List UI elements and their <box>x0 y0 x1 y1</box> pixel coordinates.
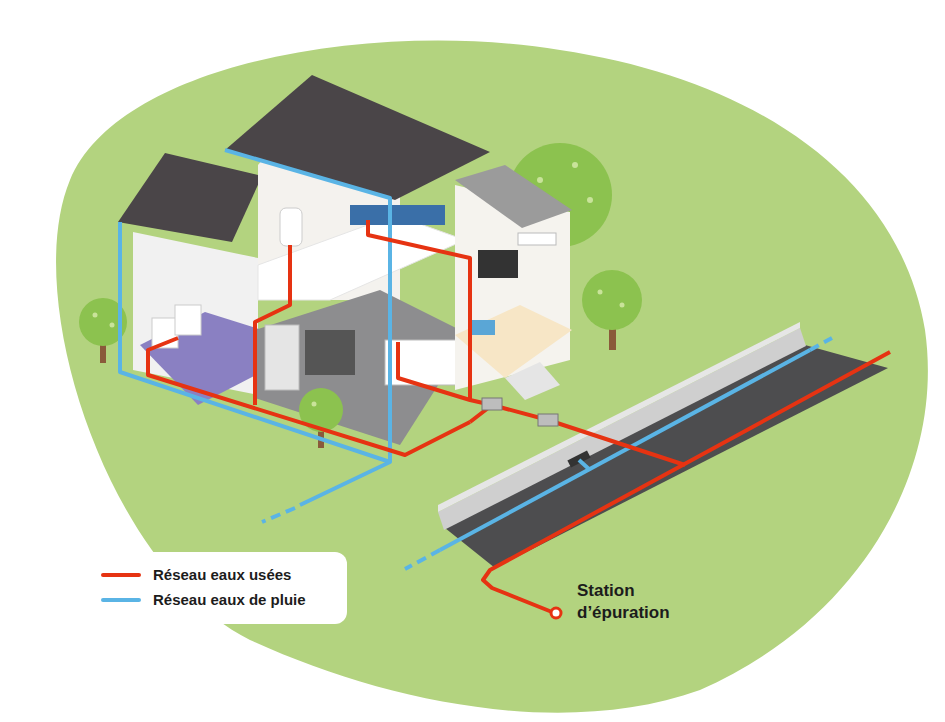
legend-swatch <box>101 573 141 577</box>
living-floor <box>455 305 572 378</box>
tree-dot <box>312 402 317 407</box>
air-conditioner <box>518 233 556 245</box>
legend-row: Réseau eaux de pluie <box>101 589 341 611</box>
dryer <box>175 305 201 335</box>
toilet <box>280 208 302 246</box>
rain-pipe <box>120 222 390 462</box>
fridge <box>265 325 299 390</box>
sewer-pipe <box>470 405 685 465</box>
roof-main <box>225 75 490 200</box>
station-marker <box>551 608 561 618</box>
tree-dot <box>537 177 543 183</box>
steps <box>505 362 560 400</box>
tv <box>478 250 518 278</box>
tree <box>582 270 642 350</box>
tree-dot <box>572 162 578 168</box>
tree-dot <box>587 197 593 203</box>
station-label: Station d’épuration <box>577 580 695 624</box>
tree-dot <box>110 323 115 328</box>
rain-main-dashed <box>810 338 832 350</box>
sofa <box>470 320 495 335</box>
legend-swatch <box>101 598 141 602</box>
kitchen-floor <box>255 290 470 445</box>
sewer-pipe <box>398 342 492 405</box>
rain-main <box>440 350 810 550</box>
tree-crown <box>582 270 642 330</box>
sewer-pipe <box>255 245 290 405</box>
roof-left <box>118 153 262 242</box>
manhole <box>482 398 502 410</box>
rain-branch <box>579 460 590 470</box>
legend-row: Réseau eaux usées <box>101 564 341 586</box>
road-asphalt <box>445 345 888 568</box>
legend-text: Réseau eaux de pluie <box>153 591 306 608</box>
tree-dot <box>93 313 98 318</box>
rainwater-pipes <box>120 150 832 569</box>
tree-dot <box>598 290 603 295</box>
rain-pipe <box>225 150 390 505</box>
roof-right <box>455 165 572 228</box>
sewer-pipe <box>368 220 470 400</box>
sewer-main <box>483 352 890 612</box>
ground-blob <box>56 40 928 712</box>
station-label-box: Station d’épuration <box>577 580 695 624</box>
legend-box: Réseau eaux uséesRéseau eaux de pluie <box>85 552 347 624</box>
tree-dot <box>620 303 625 308</box>
manhole <box>538 414 558 426</box>
stove <box>305 330 355 375</box>
sewer-pipe <box>148 338 470 455</box>
rain-pipe-dashed <box>262 508 295 522</box>
bathroom-counter <box>350 205 445 225</box>
legend-text: Réseau eaux usées <box>153 566 291 583</box>
rain-main-dashed <box>405 550 440 569</box>
